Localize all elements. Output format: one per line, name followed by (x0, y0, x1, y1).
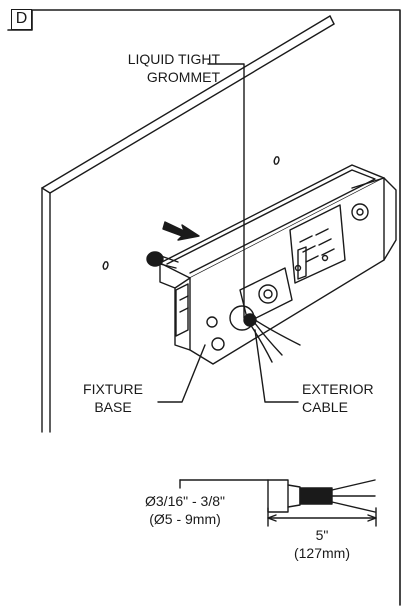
cable-plug (146, 251, 179, 269)
fixture-label-line2: BASE (94, 399, 132, 415)
strip-length-metric: (127mm) (293, 545, 350, 561)
panel-frame (7, 9, 401, 606)
exterior-cable-wires (249, 317, 301, 363)
diameter-metric: (Ø5 - 9mm) (149, 511, 221, 527)
grommet-label-line1: LIQUID TIGHT (127, 51, 220, 67)
wall-panel (41, 15, 335, 433)
fixture-base (159, 164, 397, 365)
cable-label-line1: EXTERIOR (302, 381, 374, 397)
wall-hole (102, 261, 109, 270)
arrow-icon (162, 221, 200, 241)
fixture-label-line1: FIXTURE (83, 381, 143, 397)
cable-leader (254, 329, 299, 403)
grommet-leader (207, 63, 245, 319)
cable-strip-detail (179, 479, 377, 527)
cable-label-line2: CABLE (302, 399, 348, 415)
diameter-imperial: Ø3/16" - 3/8" (145, 493, 225, 509)
strip-length-imperial: 5" (315, 527, 329, 543)
panel-letter: D (11, 9, 32, 30)
wall-hole (273, 156, 280, 165)
terminal-block (289, 204, 346, 284)
grommet-label-line2: GROMMET (146, 69, 220, 85)
fixture-leader (157, 344, 206, 403)
